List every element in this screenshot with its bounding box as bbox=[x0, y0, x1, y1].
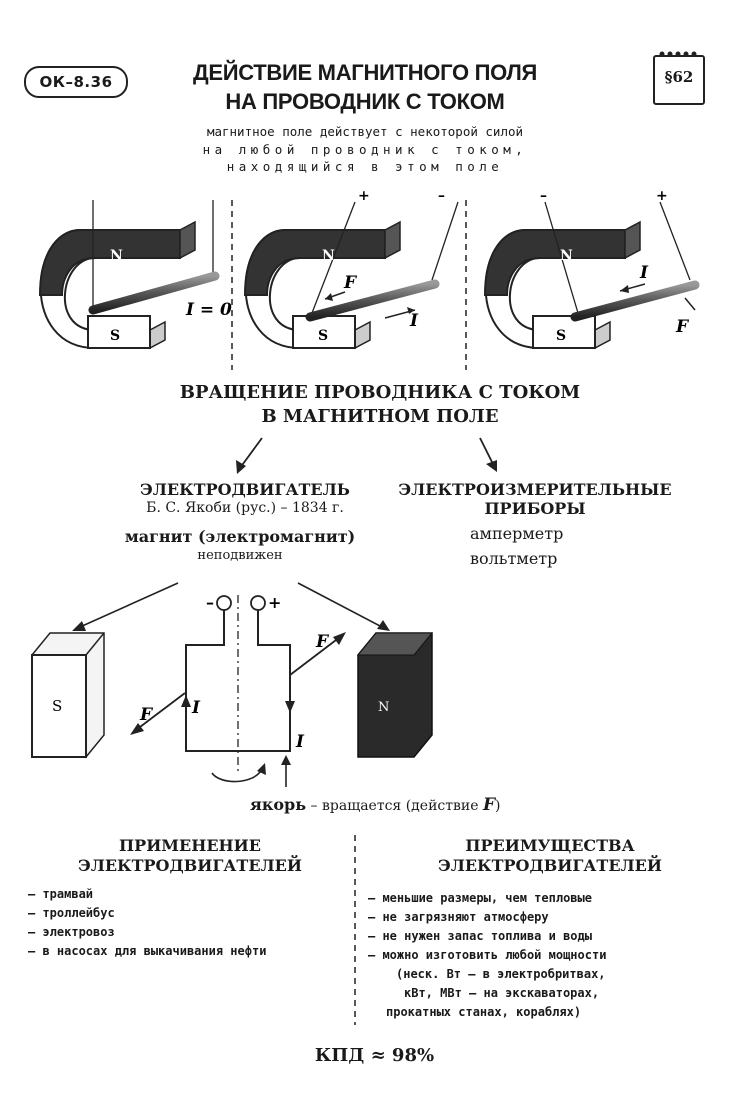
armature-south: S bbox=[52, 697, 62, 715]
application-title-line2: ЭЛЕКТРОДВИГАТЕЛЕЙ bbox=[77, 856, 302, 875]
m2-current: I bbox=[409, 311, 419, 331]
list-item: – троллейбус bbox=[28, 906, 115, 920]
m2-south: S bbox=[318, 328, 328, 344]
list-item: (неск. Вт – в электробритвах, bbox=[396, 967, 606, 981]
m3-current: I bbox=[639, 263, 649, 283]
m1-south: S bbox=[110, 328, 120, 344]
list-item: – электровоз bbox=[28, 925, 115, 939]
horseshoe-magnet-3 bbox=[483, 201, 700, 350]
list-item: прокатных станах, кораблях) bbox=[386, 1005, 582, 1019]
subtitle-line2: на любой проводник с током, bbox=[202, 142, 528, 157]
list-item: – меньшие размеры, чем тепловые bbox=[368, 891, 592, 905]
m2-north: N bbox=[322, 248, 335, 264]
armature-current-left: I bbox=[191, 698, 201, 718]
m2-minus: – bbox=[438, 188, 445, 204]
terminal-minus bbox=[216, 595, 232, 611]
instrument-ammeter: амперметр bbox=[470, 524, 564, 543]
instrument-voltmeter: вольтметр bbox=[470, 549, 558, 568]
list-item: – не загрязняют атмосферу bbox=[368, 910, 549, 924]
armature-minus: – bbox=[206, 593, 214, 612]
armature-force-right: F bbox=[315, 632, 330, 652]
card-number-badge: ОК–8.36 bbox=[24, 66, 128, 98]
magnet-experiments: N S I = 0 + – N S F I – + N S I F bbox=[38, 188, 700, 370]
armature-caption-text: – вращается (действие bbox=[310, 798, 479, 814]
m2-plus: + bbox=[358, 188, 370, 204]
rotation-title-line1: ВРАЩЕНИЕ ПРОВОДНИКА С ТОКОМ bbox=[179, 382, 581, 403]
list-item: – в насосах для выкачивания нефти bbox=[28, 944, 267, 958]
armature-caption-force: F bbox=[482, 795, 496, 815]
rotation-title-line2: В МАГНИТНОМ ПОЛЕ bbox=[261, 406, 499, 427]
subtitle-line1: магнитное поле действует с некоторой сил… bbox=[206, 124, 524, 139]
list-item: кВт, МВт – на экскаваторах, bbox=[404, 986, 600, 1000]
efficiency: КПД ≈ 98% bbox=[314, 1045, 435, 1066]
advantages-title-line1: ПРЕИМУЩЕСТВА bbox=[465, 836, 635, 855]
armature-diagram: S N – + F I F I bbox=[31, 582, 434, 787]
application-list: – трамвай – троллейбус – электровоз – в … bbox=[28, 885, 348, 961]
terminal-plus bbox=[250, 595, 266, 611]
motor-magnet: магнит (электромагнит) bbox=[124, 527, 356, 546]
horseshoe-magnet-2 bbox=[243, 201, 459, 350]
m3-plus: + bbox=[656, 188, 668, 204]
section-reference-notebook: §62 bbox=[652, 48, 706, 106]
horseshoe-magnet-1 bbox=[38, 200, 220, 350]
section-number: §62 bbox=[664, 68, 694, 86]
armature-north: N bbox=[378, 700, 389, 715]
instruments-title-line2: ПРИБОРЫ bbox=[484, 499, 586, 518]
motor-magnet-note: неподвижен bbox=[197, 548, 283, 563]
motor-inventor: Б. С. Якоби (рус.) – 1834 г. bbox=[146, 500, 344, 516]
m2-force: F bbox=[343, 273, 358, 293]
m3-north: N bbox=[560, 248, 573, 264]
south-pole-block bbox=[31, 632, 105, 759]
subtitle-line3: находящийся в этом поле bbox=[226, 159, 504, 174]
list-item: – можно изготовить любой мощности bbox=[368, 948, 607, 962]
rotation-arrows bbox=[236, 437, 497, 474]
application-title-line1: ПРИМЕНЕНИЕ bbox=[119, 836, 261, 855]
instruments-title-line1: ЭЛЕКТРОИЗМЕРИТЕЛЬНЫЕ bbox=[398, 480, 672, 499]
bottom-divider bbox=[354, 835, 356, 1025]
armature-force-left: F bbox=[139, 705, 154, 725]
armature-plus: + bbox=[268, 593, 281, 612]
advantages-list: – меньшие размеры, чем тепловые – не заг… bbox=[368, 889, 738, 1022]
armature-loop bbox=[181, 610, 295, 752]
m3-south: S bbox=[556, 328, 566, 344]
list-item: – трамвай bbox=[28, 887, 94, 901]
m3-minus: – bbox=[540, 188, 547, 204]
page-title-line2: НА ПРОВОДНИК С ТОКОМ bbox=[225, 89, 505, 114]
list-item: – не нужен запас топлива и воды bbox=[368, 929, 592, 943]
rotation-arrow-icon bbox=[211, 768, 263, 783]
m1-north: N bbox=[110, 248, 123, 264]
armature-current-right: I bbox=[295, 732, 305, 752]
m3-force: F bbox=[675, 317, 690, 337]
armature-caption-end: ) bbox=[495, 798, 501, 814]
armature-caption-bold: якорь bbox=[250, 795, 307, 814]
north-pole-block bbox=[356, 632, 434, 758]
page-title-line1: ДЕЙСТВИЕ МАГНИТНОГО ПОЛЯ bbox=[192, 60, 538, 85]
armature-caption: якорь – вращается (действие F) bbox=[250, 795, 501, 815]
m1-current-zero: I = 0 bbox=[185, 300, 232, 320]
advantages-title-line2: ЭЛЕКТРОДВИГАТЕЛЕЙ bbox=[437, 856, 662, 875]
motor-title: ЭЛЕКТРОДВИГАТЕЛЬ bbox=[140, 480, 350, 499]
notebook-icon bbox=[653, 51, 705, 105]
